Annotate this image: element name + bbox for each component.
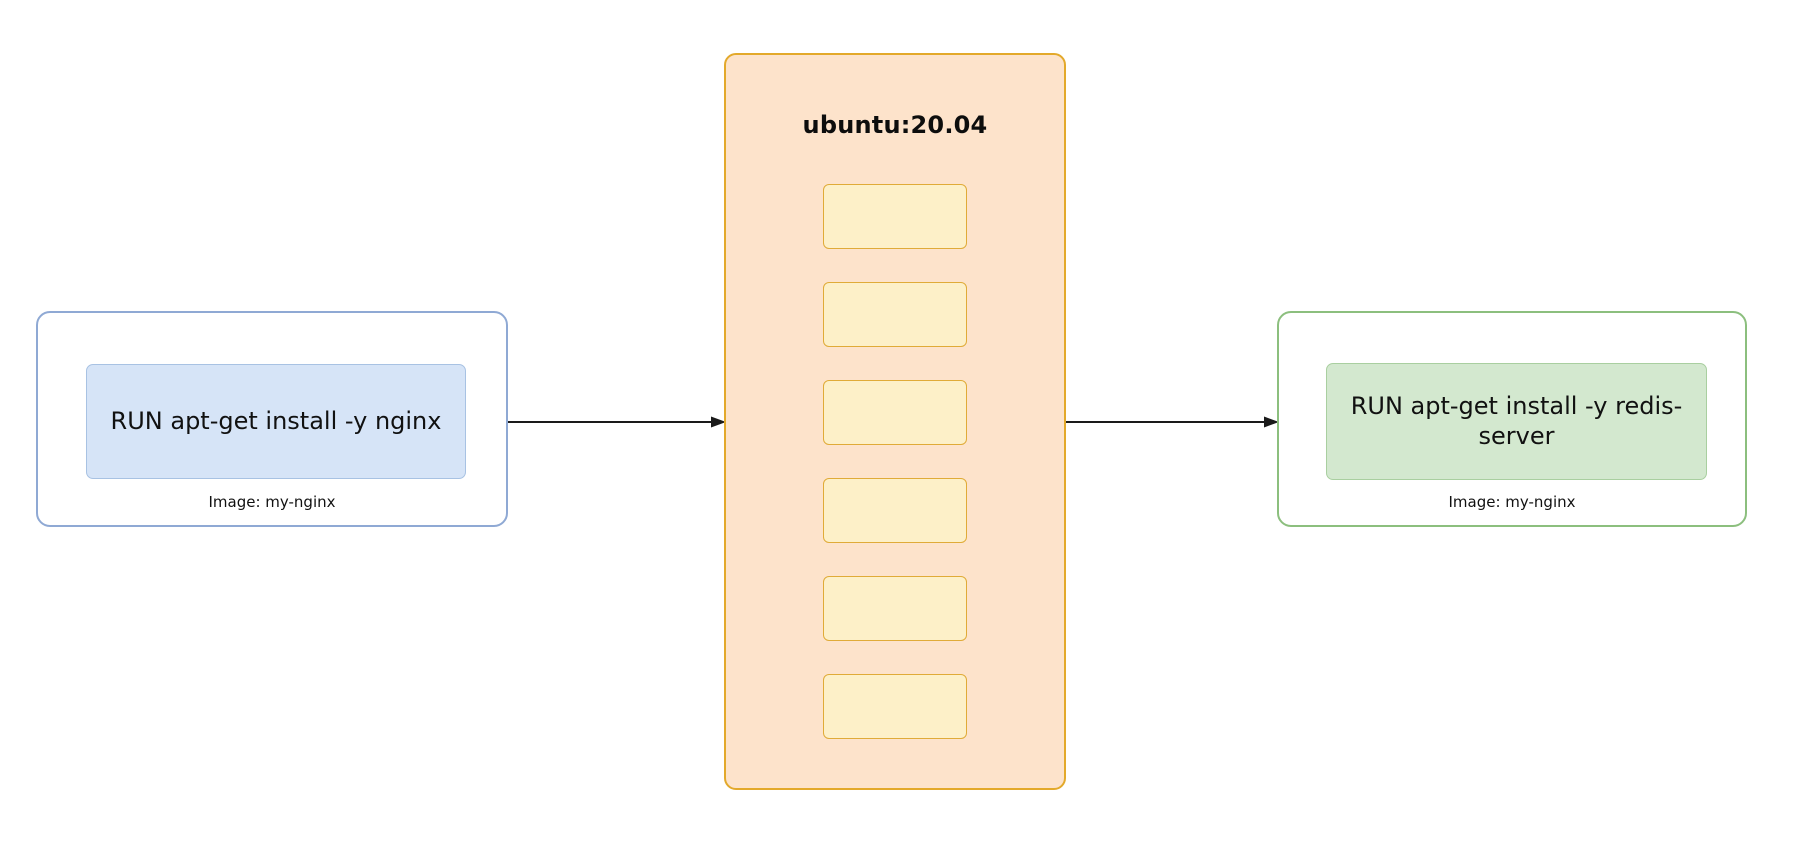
image-caption-right: Image: my-nginx (1448, 493, 1576, 511)
layer-box[interactable] (823, 282, 967, 347)
arrow-left-to-center (508, 415, 726, 429)
layer-box[interactable] (823, 184, 967, 249)
instruction-box-redis[interactable]: RUN apt-get install -y redis-server (1326, 363, 1707, 480)
base-image-title: ubuntu:20.04 (802, 111, 988, 139)
layer-box[interactable] (823, 478, 967, 543)
instruction-box-nginx[interactable]: RUN apt-get install -y nginx (86, 364, 466, 479)
node-right-image[interactable]: RUN apt-get install -y redis-server Imag… (1277, 311, 1747, 527)
image-caption-left: Image: my-nginx (208, 493, 336, 511)
layer-box[interactable] (823, 674, 967, 739)
layer-box[interactable] (823, 576, 967, 641)
node-left-image[interactable]: RUN apt-get install -y nginx Image: my-n… (36, 311, 508, 527)
layer-box[interactable] (823, 380, 967, 445)
arrow-center-to-right (1066, 415, 1279, 429)
layer-stack (726, 184, 1064, 739)
node-center-base-image[interactable]: ubuntu:20.04 (724, 53, 1066, 790)
